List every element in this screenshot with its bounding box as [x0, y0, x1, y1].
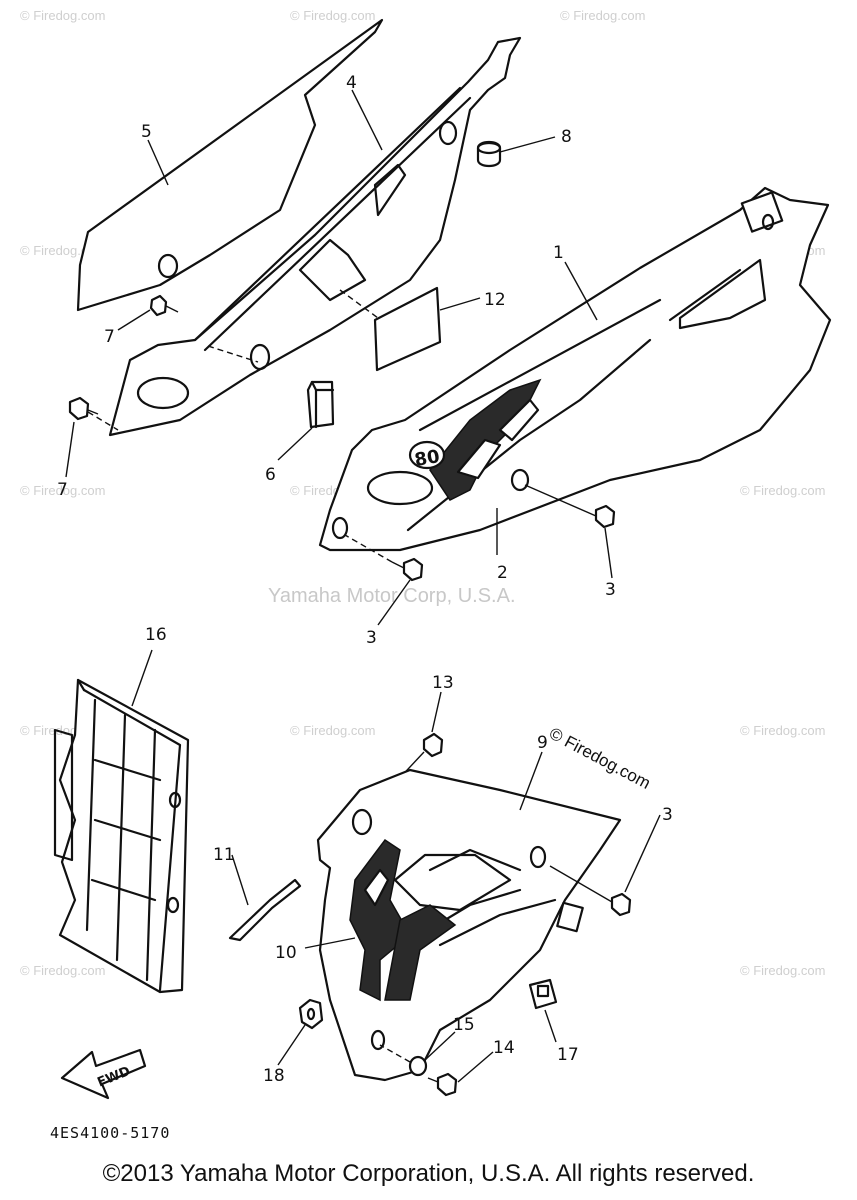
part-4-side-cover [108, 36, 522, 437]
part-18-clip [298, 998, 324, 1030]
part-2-graphic-decal: 80 [408, 378, 542, 501]
callout-7: 7 [57, 480, 68, 500]
part-10-graphic-decal [349, 838, 457, 1002]
callout-6: 6 [265, 465, 276, 485]
watermark-firedog: © Firedog.com [290, 8, 375, 23]
callout-18: 18 [263, 1066, 285, 1086]
watermark-firedog: © Firedog.com [20, 483, 105, 498]
watermark-firedog: © Firedog.com [740, 723, 825, 738]
watermark-firedog: © Firedog.com [20, 8, 105, 23]
callout-16: 16 [145, 625, 167, 645]
guide-line [87, 411, 119, 431]
watermark-firedog: © Firedog.com [560, 8, 645, 23]
callout-9: 9 [537, 733, 548, 753]
part-11-strip [228, 878, 302, 942]
guide-line [339, 289, 379, 319]
watermark-firedog: © Firedog.com [740, 963, 825, 978]
callout-8: 8 [561, 127, 572, 147]
callout-3: 3 [662, 805, 673, 825]
decal-number: 80 [413, 446, 441, 471]
leader-lines [65, 89, 661, 1083]
copyright-footer: ©2013 Yamaha Motor Corporation, U.S.A. A… [102, 1160, 755, 1187]
callout-1: 1 [553, 243, 564, 263]
callout-3: 3 [605, 580, 616, 600]
part-17-nut-clip [528, 978, 558, 1010]
watermark-firedog-rotated: © Firedog.com [546, 724, 654, 793]
callout-3: 3 [366, 628, 377, 648]
watermark-firedog: © Firedog.com [740, 483, 825, 498]
part-16-radiator-guard [53, 678, 190, 994]
part-15-washer [379, 1044, 428, 1077]
callout-5: 5 [141, 122, 152, 142]
part-7-bolt [68, 396, 99, 421]
callout-15: 15 [453, 1015, 475, 1035]
callout-13: 13 [432, 673, 454, 693]
part-14-bolt [427, 1072, 458, 1097]
part-3-bolt [524, 484, 616, 529]
guide-line [207, 345, 259, 363]
callout-labels: 1 2 3 3 3 4 5 6 7 7 8 9 10 11 12 13 14 1… [57, 73, 673, 1086]
part-3-bolt [549, 865, 632, 917]
callout-4: 4 [346, 73, 357, 93]
callout-10: 10 [275, 943, 297, 963]
callout-11: 11 [213, 845, 235, 865]
callout-12: 12 [484, 290, 506, 310]
part-8-grommet [476, 140, 502, 168]
part-7-bolt [149, 294, 179, 317]
callout-7: 7 [104, 327, 115, 347]
callout-2: 2 [497, 563, 508, 583]
fwd-arrow: FWD [60, 1048, 147, 1100]
part-5-side-panel [76, 18, 384, 312]
part-12-label [373, 286, 442, 372]
watermark-firedog: © Firedog.com [20, 963, 105, 978]
callout-17: 17 [557, 1045, 579, 1065]
part-3-bolt [344, 534, 424, 582]
watermark-yamaha: Yamaha Motor Corp, U.S.A. [268, 585, 516, 607]
watermark-firedog: © Firedog.com [290, 723, 375, 738]
callout-14: 14 [493, 1038, 515, 1058]
diagram-part-number: 4ES4100-5170 [50, 1124, 170, 1142]
part-6-damper [306, 380, 335, 429]
